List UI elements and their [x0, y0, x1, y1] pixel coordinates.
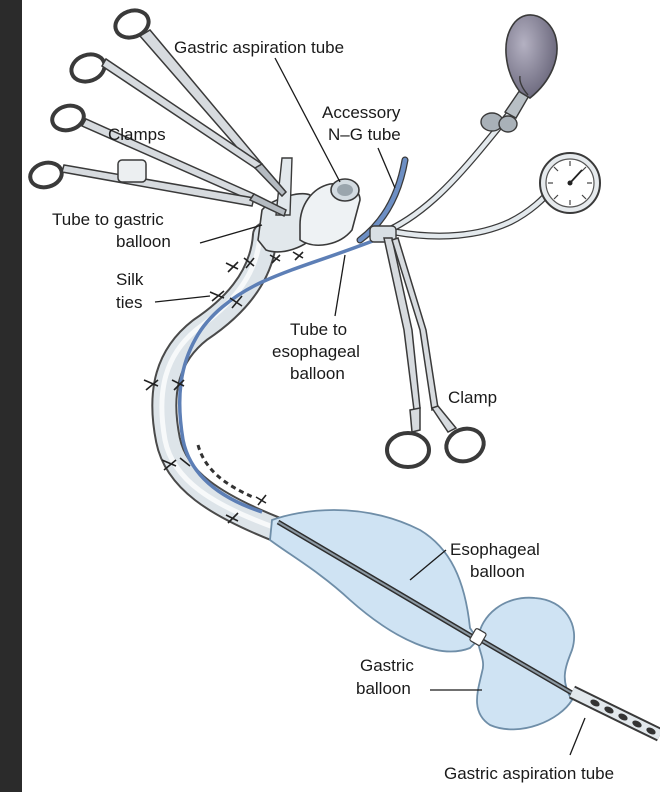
label-tube-to-esophageal-line3: balloon [290, 364, 345, 383]
label-accessory-line1: Accessory [322, 103, 401, 122]
label-clamps: Clamps [108, 125, 166, 144]
leader-tube-to-esophageal [335, 255, 345, 316]
label-gastric-balloon-line1: Gastric [360, 656, 414, 675]
label-tube-to-esophageal-line1: Tube to [290, 320, 347, 339]
gastric-balloon [469, 598, 584, 730]
label-silk-line2: ties [116, 293, 142, 312]
pressure-manometer [540, 153, 600, 213]
hemostat-clamp-right [384, 238, 488, 467]
distal-aspiration-tube [572, 692, 660, 736]
label-gastric-aspiration-tube-top: Gastric aspiration tube [174, 38, 344, 57]
label-clamp: Clamp [448, 388, 497, 407]
leader-accessory-ng [378, 148, 395, 188]
label-tube-to-gastric-line2: balloon [116, 232, 171, 251]
label-silk-line1: Silk [116, 270, 144, 289]
leader-gastric-aspiration-bottom [570, 718, 585, 755]
esophageal-balloon [270, 510, 478, 651]
main-tube [162, 235, 383, 530]
label-esophageal-balloon-line1: Esophageal [450, 540, 540, 559]
label-tube-to-gastric-line1: Tube to gastric [52, 210, 164, 229]
label-gastric-balloon-line2: balloon [356, 679, 411, 698]
label-tube-to-esophageal-line2: esophageal [272, 342, 360, 361]
label-accessory-line2: N–G tube [328, 125, 401, 144]
accessory-tube-along [180, 237, 383, 512]
inflation-bulb [481, 15, 557, 132]
leader-silk-ties [155, 296, 210, 302]
label-gastric-aspiration-tube-bottom: Gastric aspiration tube [444, 764, 614, 783]
label-esophageal-balloon-line2: balloon [470, 562, 525, 581]
